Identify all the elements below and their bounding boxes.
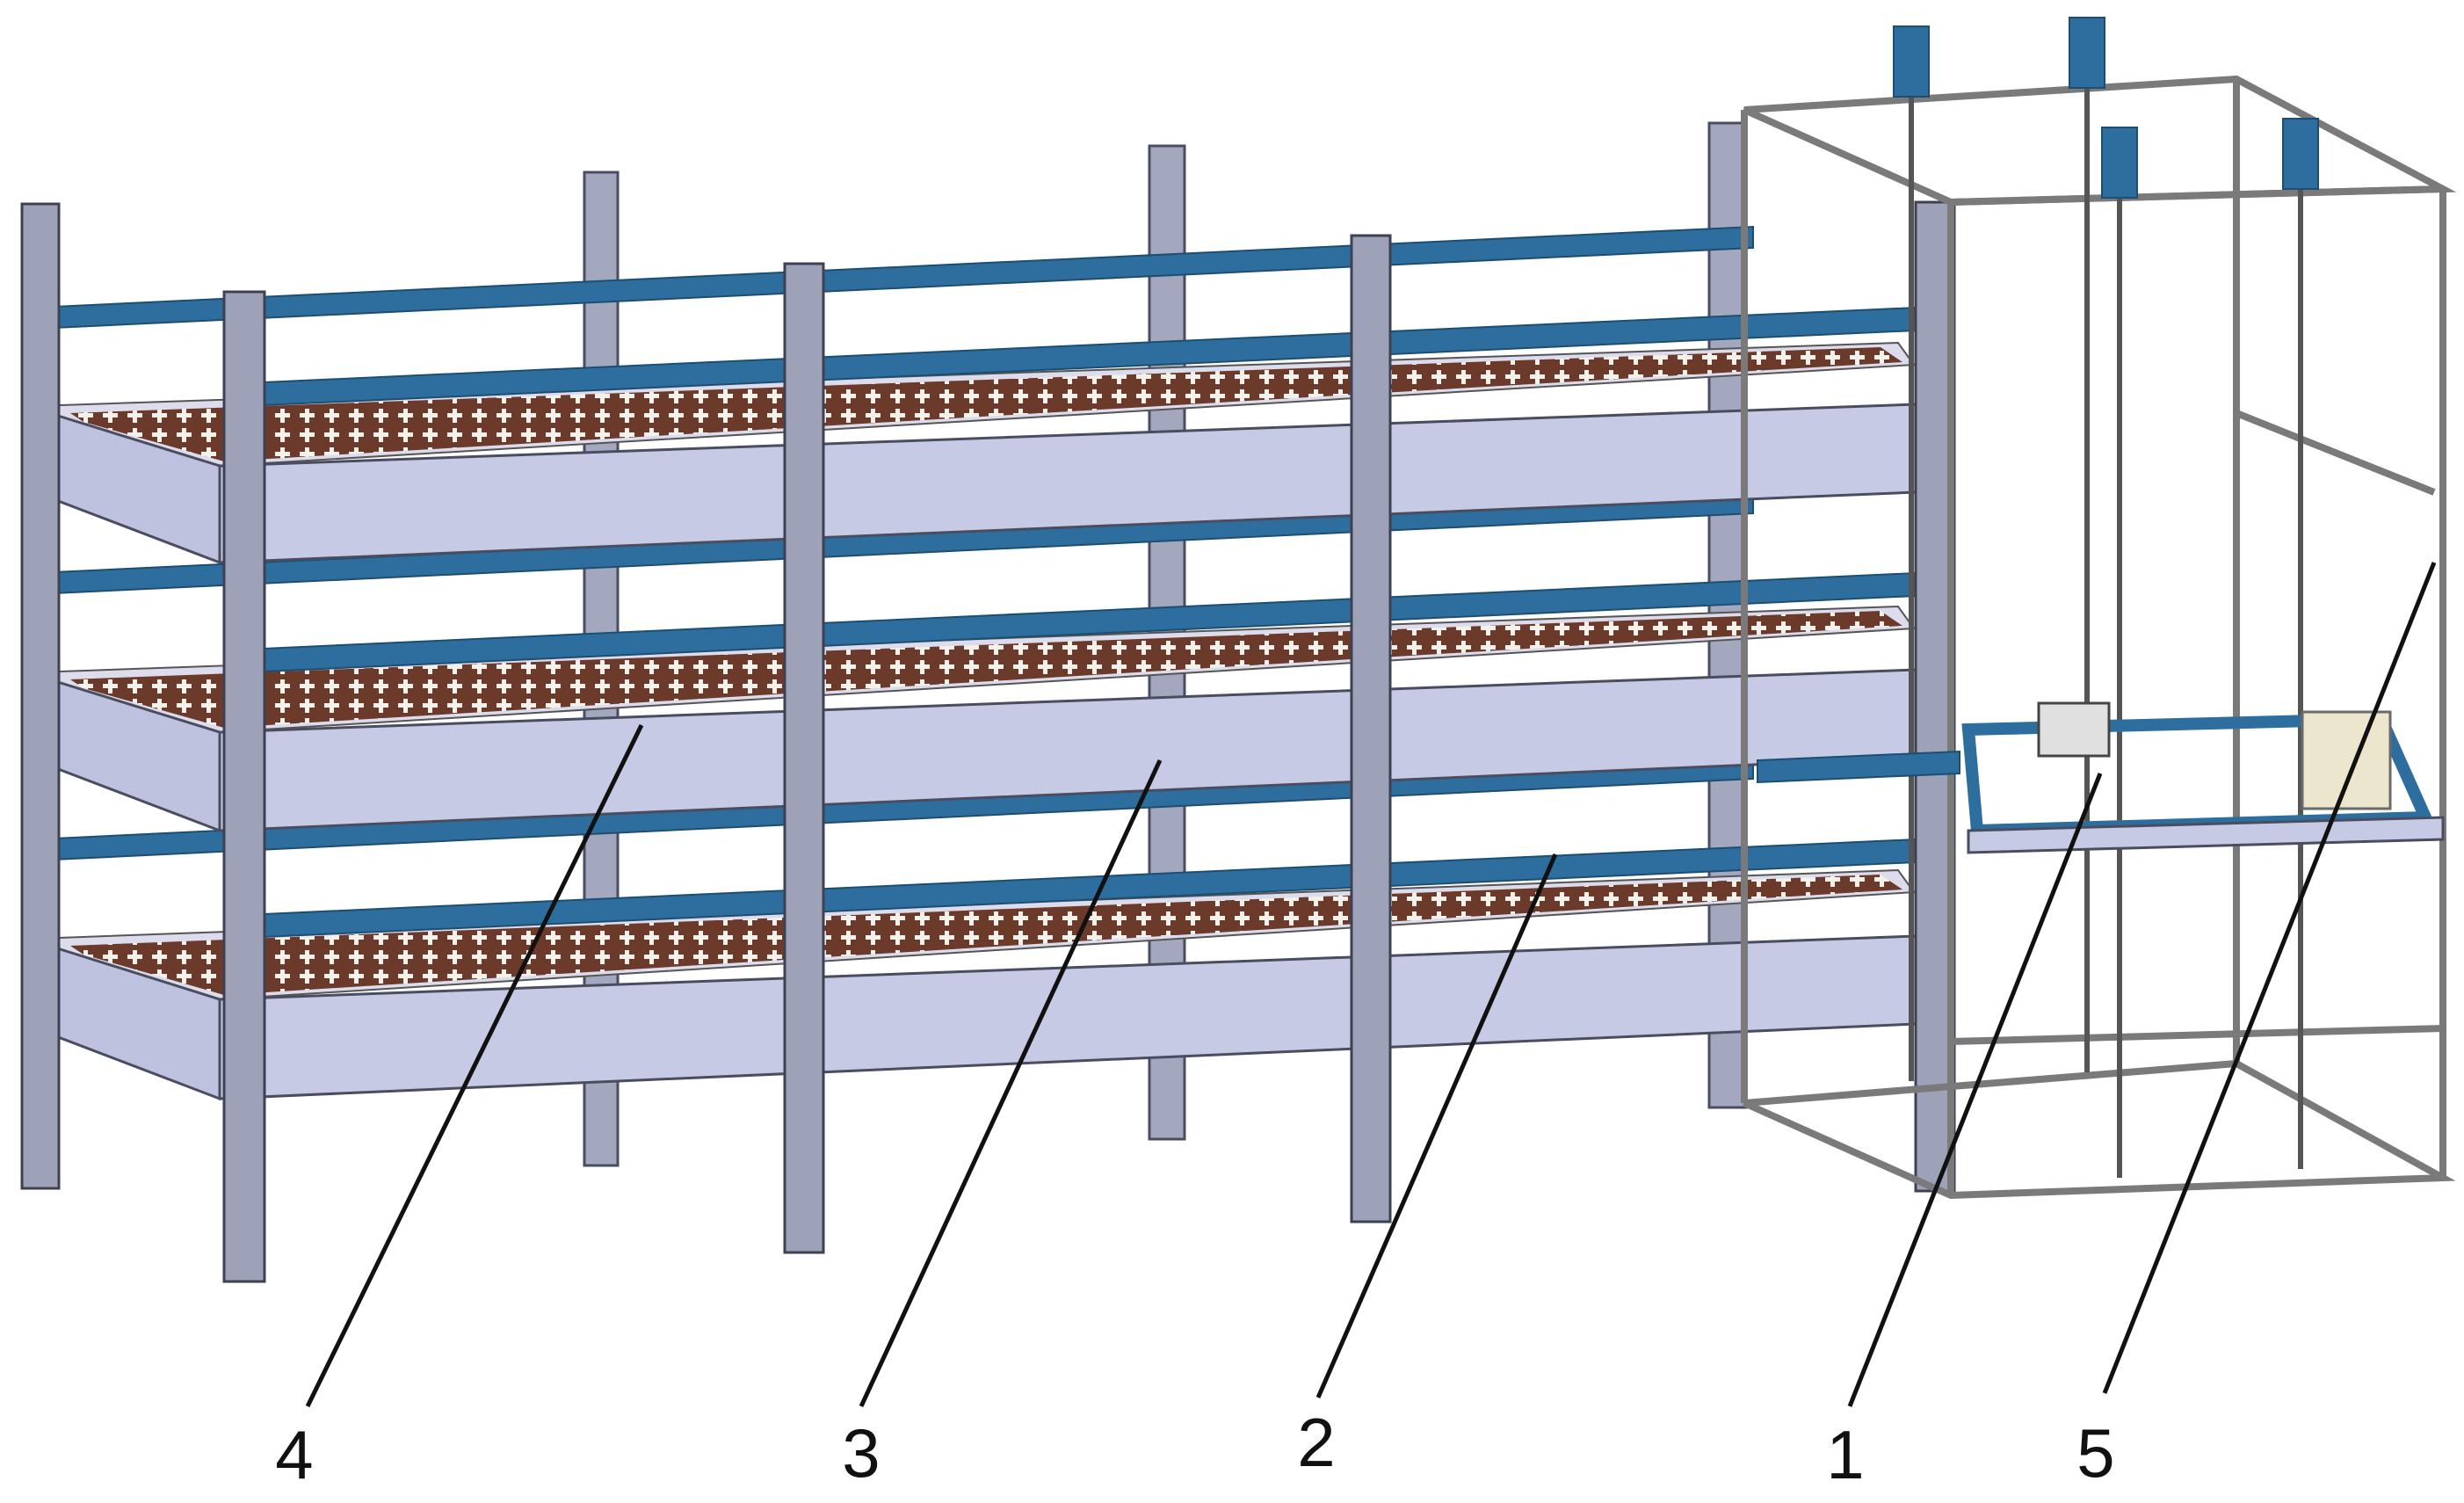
motor-icons	[1893, 17, 2319, 199]
guide-rail	[263, 306, 1917, 939]
tray-shelf	[33, 341, 1917, 1101]
lifting-frame	[1741, 75, 2457, 1200]
motor-box-icon	[2301, 710, 2392, 810]
shelf-level-1	[33, 341, 1917, 565]
shelf-level-3	[33, 868, 1917, 1101]
lifting-transfer-trolley	[1757, 701, 2445, 854]
front-posts	[20, 200, 1956, 1283]
callout-1: 1	[1826, 1416, 1864, 1493]
callout-3: 3	[842, 1414, 880, 1492]
shelf-level-2	[33, 605, 1917, 833]
callout-4: 4	[275, 1416, 313, 1493]
callout-2: 2	[1297, 1404, 1335, 1481]
leader-lines	[305, 562, 2437, 1408]
callout-5: 5	[2076, 1414, 2114, 1492]
lifting-screws	[1909, 88, 2303, 1178]
callout-labels: 4 3 2 1 5	[275, 1404, 2114, 1493]
